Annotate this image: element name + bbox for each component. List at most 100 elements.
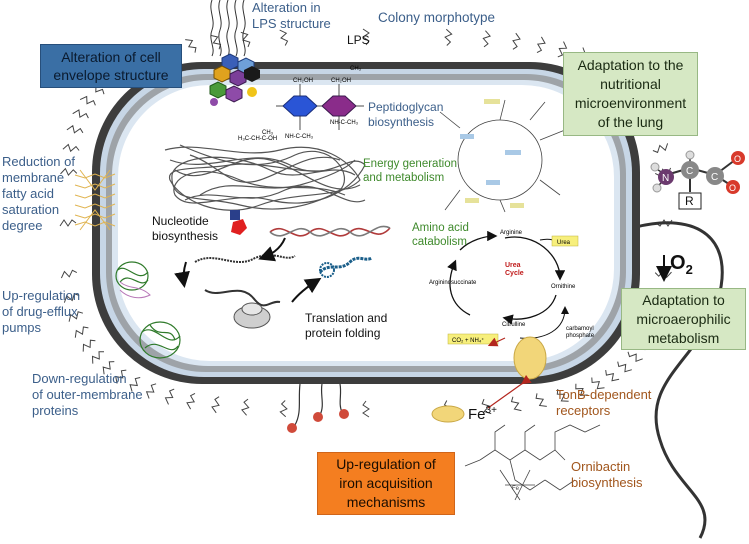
lps-hair	[186, 392, 196, 410]
dna-helix	[269, 225, 391, 237]
svg-text:NH-C-CH₃: NH-C-CH₃	[330, 120, 359, 126]
arrow-mrna-down	[174, 261, 190, 288]
lps-hair	[145, 383, 157, 399]
lps-label: LPS	[347, 33, 370, 47]
ornibactin-fe-label: Fe	[512, 486, 520, 492]
metabolic-network	[439, 99, 566, 213]
o2-label: O2	[670, 252, 693, 281]
tonb-receptor	[513, 336, 547, 380]
svg-text:CH₃: CH₃	[350, 66, 362, 72]
lps-hair	[72, 109, 89, 119]
lps-hair	[617, 361, 632, 373]
protein-chain	[318, 256, 373, 274]
fe-label: Fe3+	[468, 403, 497, 423]
flagellum	[631, 221, 724, 539]
lps-hair	[605, 370, 620, 382]
arrow-dna-to-mrna	[258, 237, 286, 262]
mrna-strand	[194, 254, 296, 263]
tonb-arrow	[487, 374, 532, 409]
fatty-acid-label: Reduction of membrane fatty acid saturat…	[2, 154, 75, 233]
lps-hair	[74, 326, 89, 338]
outer-membrane-proteins	[287, 383, 349, 433]
lps-hair	[66, 124, 84, 134]
tonb-label: TonB-dependent receptors	[556, 387, 652, 418]
lps-hair	[60, 167, 78, 176]
aa-n: N	[662, 173, 669, 184]
metabolic-boxes	[460, 99, 524, 208]
chromosome	[164, 144, 366, 211]
lps-hair	[481, 398, 492, 415]
lps-structure-label: Alteration in LPS structure	[252, 0, 331, 31]
lps-hair	[79, 95, 96, 106]
urea-ornithine: Ornithine	[551, 284, 576, 290]
lps-hair	[59, 219, 77, 227]
fe-superscript: 3+	[485, 405, 497, 416]
lps-hair	[362, 400, 370, 418]
lps-hair	[444, 28, 453, 46]
nutritional-adaptation-box: Adaptation to the nutritional microenvir…	[563, 52, 698, 136]
aa-o1: O	[734, 154, 741, 164]
siderophore	[431, 405, 465, 423]
lps-hair	[63, 292, 80, 303]
lps-hair	[591, 377, 605, 390]
svg-text:CH₃: CH₃	[262, 130, 274, 136]
ornibactin-label: Ornibactin biosynthesis	[571, 459, 643, 490]
urea-arginine: Arginine	[500, 230, 523, 236]
drug-efflux-pump	[115, 261, 181, 359]
lps-hair	[535, 393, 547, 407]
fe-text: Fe	[468, 406, 486, 423]
lps-hair	[279, 400, 288, 418]
svg-text:NH-C-CH₃: NH-C-CH₃	[285, 134, 314, 140]
energy-metabolism-label: Energy generation and metabolism	[363, 158, 457, 184]
urea-citrulline: Citrulline	[502, 322, 526, 328]
urea-argininosuccinate: Argininosuccinate	[429, 280, 477, 286]
lps-hair	[60, 269, 78, 279]
nucleotide-red	[231, 219, 247, 235]
nucleotide-label: Nucleotide biosynthesis	[152, 214, 219, 243]
arrow-to-protein	[291, 277, 322, 303]
microaerophilic-box: Adaptation to microaerophilic metabolism	[621, 288, 746, 350]
lps-hair	[102, 361, 115, 375]
ornibactin-structure	[464, 424, 601, 501]
iron-acquisition-box: Up-regulation of iron acquisition mechan…	[317, 452, 455, 515]
aa-c1: C	[686, 166, 693, 177]
lps-hair	[211, 396, 220, 414]
amino-acid-label: Amino acid catabolism	[412, 222, 469, 248]
o2-text: O	[670, 252, 686, 274]
lps-hair	[362, 28, 370, 46]
aa-o2: O	[729, 183, 736, 193]
peptidoglycan-label: Peptidoglycan biosynthesis	[368, 100, 444, 129]
lps-hair	[557, 41, 568, 58]
aa-c2: C	[711, 172, 718, 183]
aa-r: R	[685, 194, 694, 208]
cell-envelope-box: Alteration of cell envelope structure	[40, 44, 182, 88]
nucleotide-blue	[230, 210, 240, 220]
ribosome-small	[241, 302, 263, 316]
amino-acid-molecule	[650, 150, 745, 210]
svg-text:CH₂OH: CH₂OH	[331, 78, 351, 84]
lps-hair	[241, 398, 250, 416]
lps-hair	[575, 383, 588, 396]
lps-hair	[185, 39, 197, 53]
lps-molecules	[209, 0, 260, 106]
urea-urea: Urea	[557, 240, 571, 246]
lps-hair	[510, 396, 522, 412]
translation-label: Translation and protein folding	[305, 311, 388, 340]
svg-text:CH₂OH: CH₂OH	[293, 78, 313, 84]
fatty-acid-chains	[74, 169, 116, 231]
lps-hair	[240, 31, 251, 48]
folded-protein	[319, 262, 335, 278]
lps-hair	[627, 351, 643, 363]
urea-co2: CO₂ + NH₄⁺	[452, 337, 484, 344]
lps-hair	[91, 351, 105, 364]
lps-hair	[164, 388, 175, 405]
lps-hair	[115, 369, 127, 384]
mrna-ribosome-strand	[204, 289, 281, 307]
o2-subscript: 2	[685, 262, 693, 277]
svg-text:H₃C-CH-C-OH: H₃C-CH-C-OH	[238, 136, 277, 142]
lps-hair	[82, 339, 96, 352]
